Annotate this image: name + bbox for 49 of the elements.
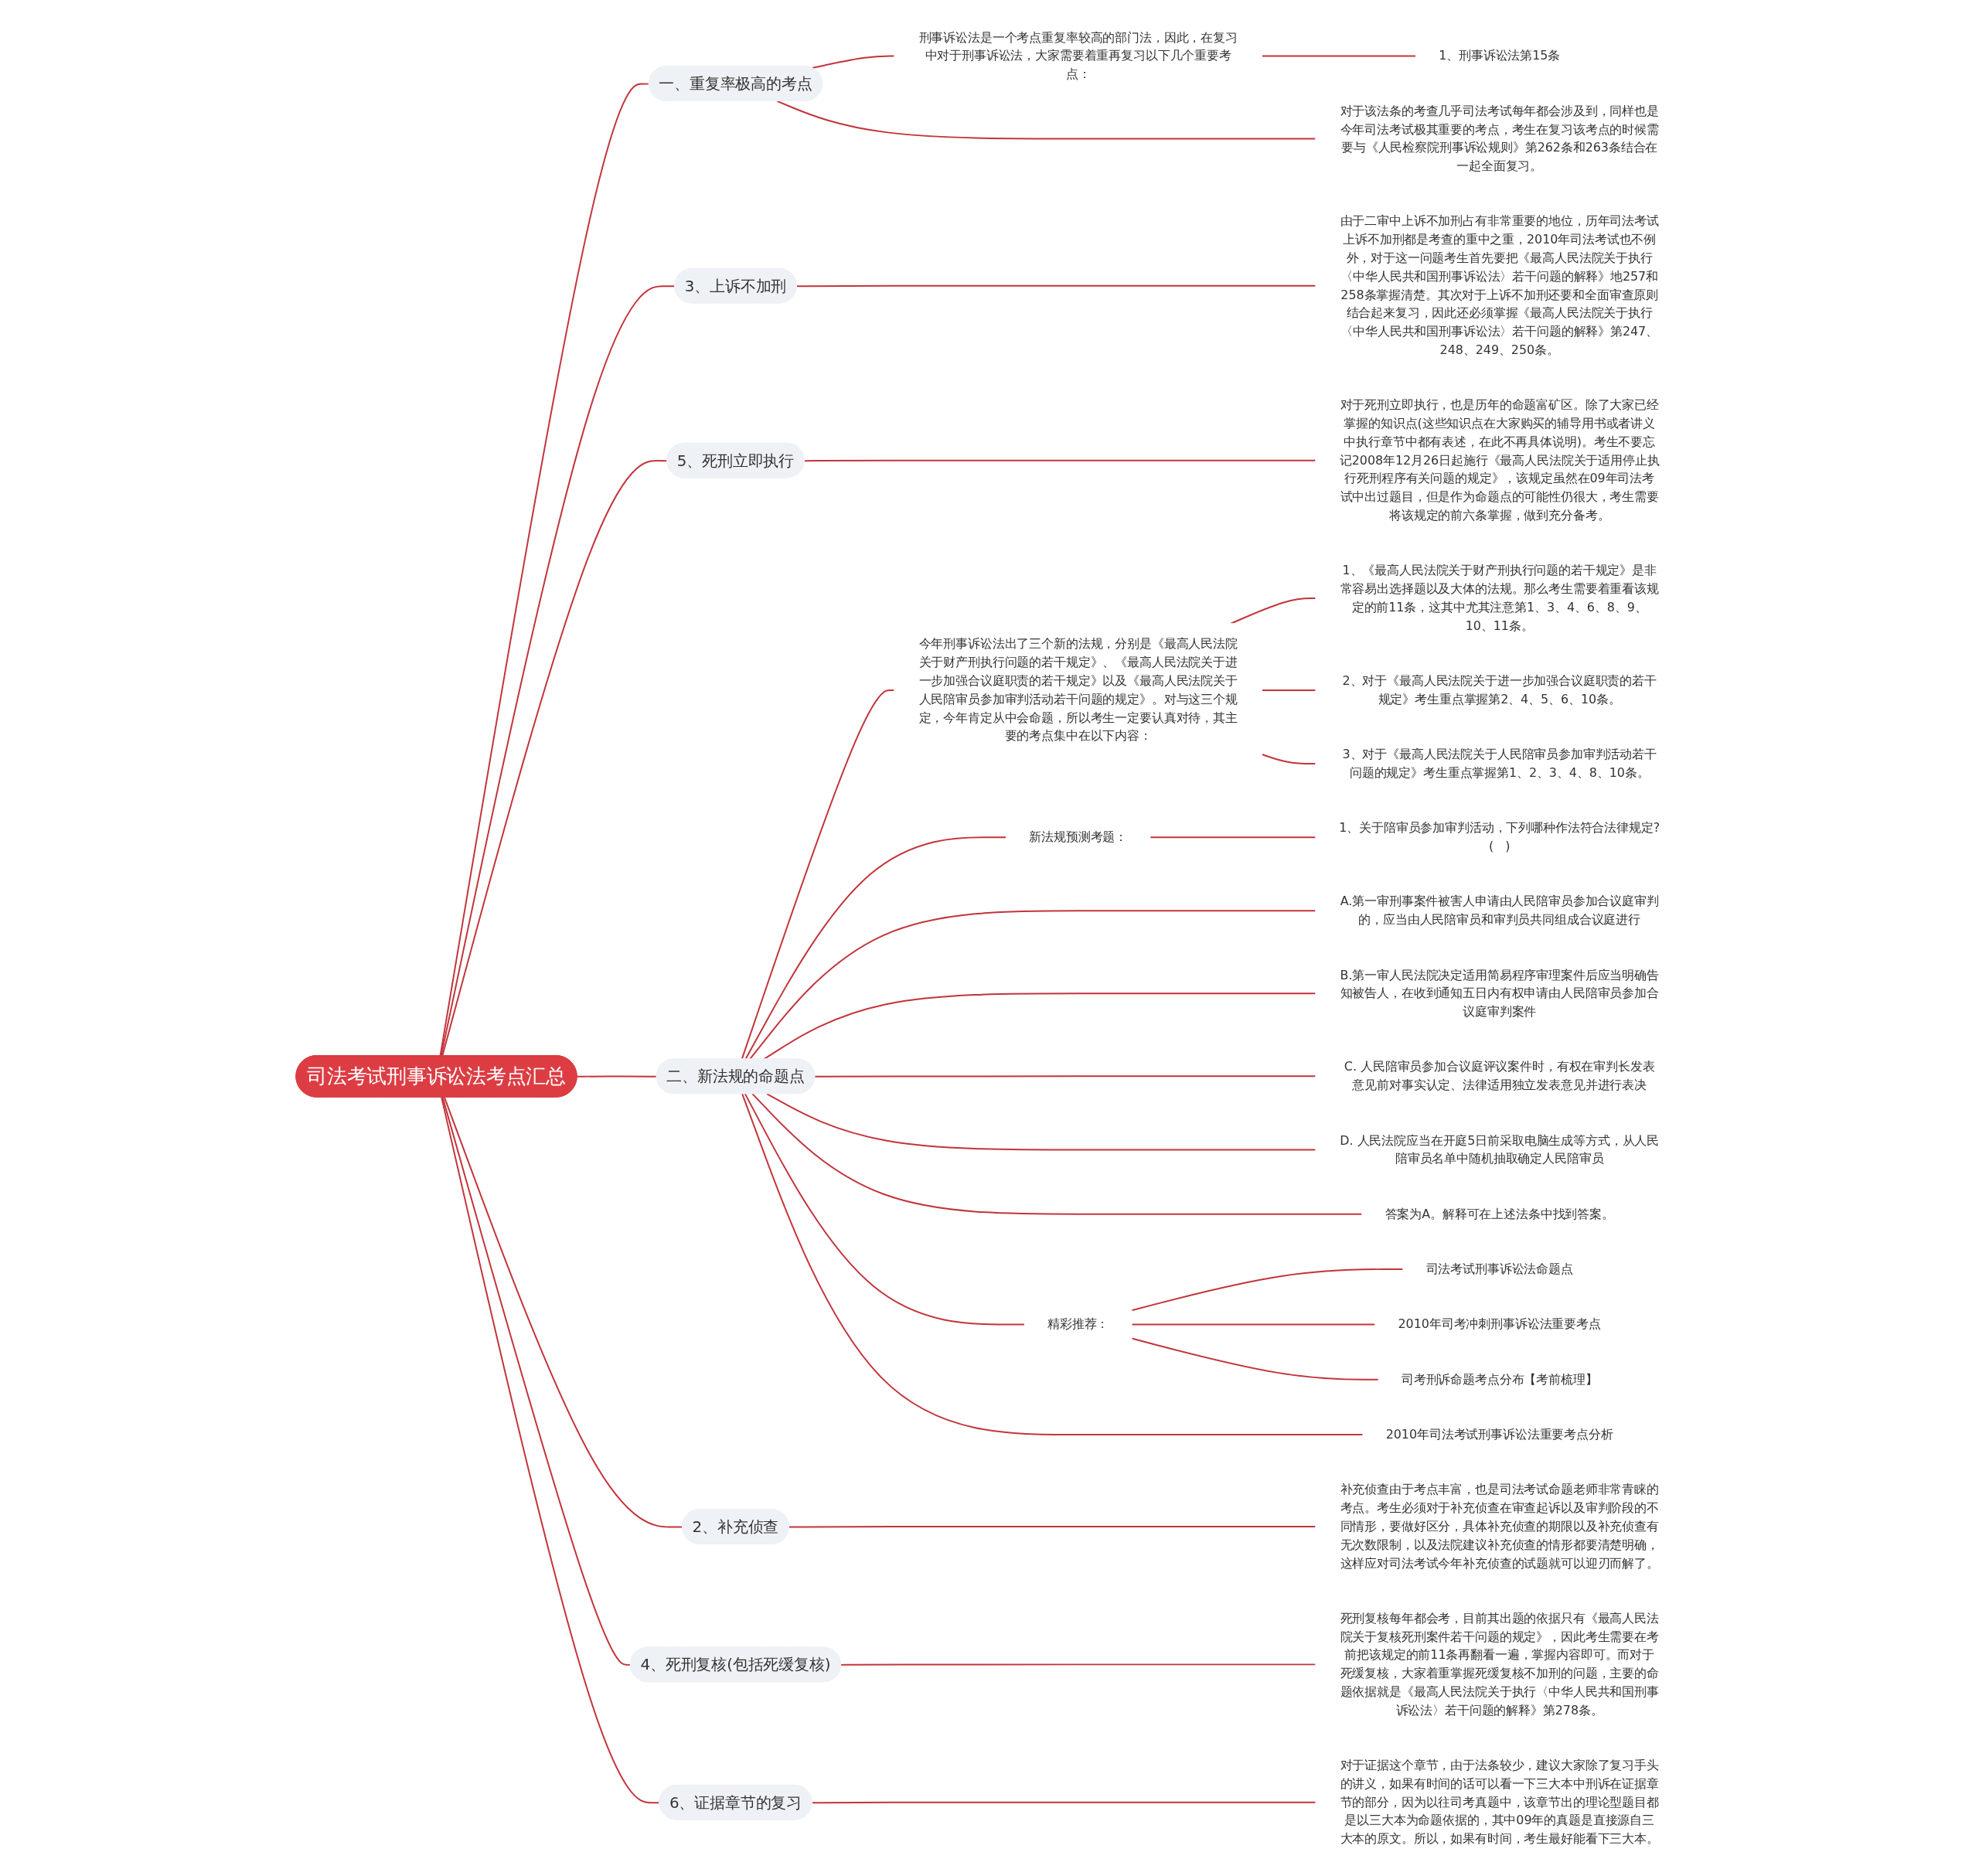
- node-text: 3、对于《最高人民法院关于人民陪审员参加审判活动若干问题的规定》考生重点掌握第1、2、3、4、8、10条。: [1342, 746, 1657, 780]
- node-text: 对于该法条的考查几乎司法考试每年都会涉及到，同样也是今年司法考试极其重要的考点，考生在复习该考点的时候需要与《人民检察院刑事诉讼规则》第262条和263条结合在一起全面复习。: [1340, 103, 1659, 173]
- node-text: 司法考试刑事诉讼法命题点: [1425, 1261, 1573, 1276]
- node-text: A.第一审刑事案件被害人申请由人民陪审员参加合议庭审判的，应当由人民陪审员和审判员共同组成合议庭进行: [1340, 894, 1659, 927]
- node-text: 新法规预测考题：: [1029, 829, 1127, 844]
- node-text: 2、对于《最高人民法院关于进一步加强合议庭职责的若干规定》考生重点掌握第2、4、5、6、10条。: [1342, 672, 1657, 706]
- connector: [1149, 836, 1316, 838]
- node-text: B.第一审人民法院决定适用简易程序审理案件后应当明确告知被告人，在收到通知五日内有权申请由人民陪审员参加合议庭审判案件: [1340, 967, 1659, 1019]
- connector: [765, 1092, 1316, 1150]
- node-text: 死刑复核每年都会考，目前其出题的依据只有《最高人民法院关于复核死刑案件若干问题的规定》，因此考生需要在考前把该规定的前11条再翻看一遍，掌握内容即可。而对于死缓复核，大家着重掌握死缓复核不加刑的问题，主要的命题依据就是《最高人民法院关于执行〈中华人民共和国刑事诉讼法〉若干问题的解释》第278条。: [1340, 1610, 1659, 1718]
- connector: [1261, 753, 1316, 764]
- connector: [576, 1075, 658, 1078]
- connector: [751, 1092, 1363, 1215]
- connector: [1130, 1268, 1404, 1311]
- connector: [1130, 1337, 1379, 1381]
- connector: [440, 284, 676, 1057]
- node-text: 补充侦查由于考点丰富，也是司法考试命题老师非常青睐的考点。考生必须对于补充侦查在审查起诉以及审判阶段的不同情形，要做好区分，具体补充侦查的期限以及补充侦查有无次数限制，以及法院建议补充侦查的情形都要清楚明确，这样应对司法考试今年补充侦查的试题就可以迎刃而解了。: [1340, 1482, 1659, 1570]
- connector: [1230, 597, 1316, 625]
- connector: [1261, 54, 1417, 56]
- node-text: 1、刑事诉讼法第15条: [1438, 48, 1561, 63]
- connector: [1130, 1323, 1376, 1325]
- connector: [795, 284, 1316, 287]
- node-text: 1、关于陪审员参加审判活动，下列哪种作法符合法律规定?( ): [1339, 819, 1660, 853]
- connector: [1261, 689, 1316, 691]
- node-text: 1、《最高人民法院关于财产刑执行问题的若干规定》是非常容易出选择题以及大体的法规。那么考生需要着重看该规定的前11条，这其中尤其注意第1、3、4、6、8、9、10、11条。: [1340, 562, 1659, 633]
- node-text: 对于证据这个章节，由于法条较少，建议大家除了复习手头的讲义，如果有时间的话可以看一下三大本中刑诉在证据章节的部分，因为以往司考真题中，该章节出的理论型题目都是以三大本为命题依据的，其中09年的真题是直接源自三大本的原文。所以，如果有时间，考生最好能看下三大本。: [1340, 1757, 1659, 1846]
- node-text: 2010年司法考试刑事诉讼法重要考点分析: [1385, 1426, 1613, 1442]
- connector: [811, 1801, 1316, 1803]
- connector: [744, 1092, 1026, 1325]
- node-text: D. 人民法院应当在开庭5日前采取电脑生成等方式，从人民陪审员名单中随机抽取确定人民陪审员: [1340, 1132, 1659, 1166]
- connector: [811, 54, 895, 69]
- connector: [840, 1663, 1316, 1666]
- connector: [803, 459, 1316, 461]
- connector: [439, 83, 650, 1057]
- node-text: 由于二审中上诉不加刑占有非常重要的地位，历年司法考试上诉不加刑都是考查的重中之重，2010年司法考试也不例外，对于这一问题考生首先要把《最高人民法院关于执行〈中华人民共和国刑事诉讼法〉若干问题的解释》地257和258条掌握清楚。其次对于上诉不加刑还要和全面审查原则结合起来复习，因此还必须掌握《最高人民法院关于执行〈中华人民共和国刑事诉讼法〉若干问题的解释》第247、248、249、250条。: [1340, 213, 1659, 357]
- connector: [741, 1092, 1364, 1435]
- node-text: 司考刑诉命题考点分布【考前梳理】: [1401, 1371, 1598, 1387]
- node-text: 2010年司考冲刺刑事诉讼法重要考点: [1398, 1316, 1601, 1331]
- node-text: 精彩推荐：: [1047, 1316, 1109, 1331]
- node-text: 答案为A。解释可在上述法条中找到答案。: [1385, 1206, 1614, 1221]
- node-text: C. 人民陪审员参加合议庭评议案件时，有权在审判长发表意见前对事实认定、法律适用独立发表意见并进行表决: [1344, 1059, 1655, 1092]
- connector: [776, 100, 1316, 139]
- connector: [813, 1074, 1316, 1078]
- connector: [788, 1525, 1316, 1527]
- connector: [441, 1096, 632, 1666]
- node-text: 今年刑事诉讼法出了三个新的法规，分别是《最高人民法院关于财产刑执行问题的若干规定》、《最高人民法院关于进一步加强合议庭职责的若干规定》以及《最高人民法院关于人民陪审员参加审判活动若干问题的规定》。对与这三个规定，今年肯定从中会命题，所以考生一定要认真对待，其主要的考点集中在以下内容：: [918, 636, 1238, 743]
- node-text: 刑事诉讼法是一个考点重复率较高的部门法，因此，在复习中对于刑事诉讼法，大家需要着重再复习以下几个重要考点：: [918, 29, 1238, 81]
- node-text: 对于死刑立即执行，也是历年的命题富矿区。除了大家已经掌握的知识点(这些知识点在大家购买的辅导用书或者讲义中执行章节中都有表述，在此不再具体说明)。考生不要忘记2008年12月26日起施行《最高人民法院关于适用停止执行死刑程序有关问题的规定》，该规定虽然在09年司法考试中出过题目，但是作为命题点的可能性仍很大，考生需要将该规定的前六条掌握，做到充分备考。: [1339, 397, 1660, 523]
- connector: [443, 1096, 683, 1527]
